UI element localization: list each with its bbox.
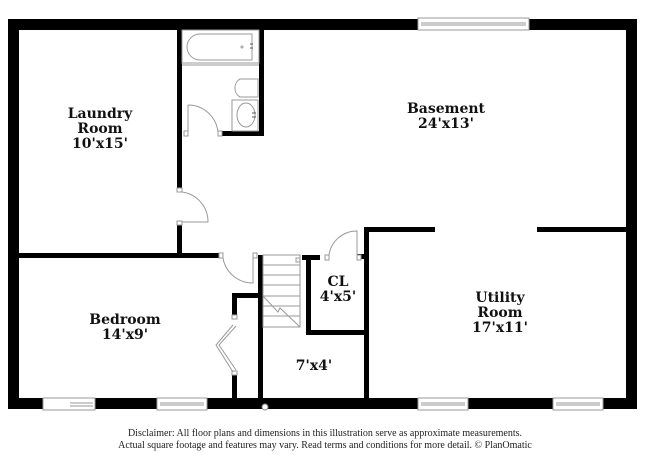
room-name-line2: Room	[77, 121, 123, 137]
window-bottom-4	[552, 397, 604, 411]
stairs	[262, 254, 301, 328]
room-dims: 24'x13'	[418, 116, 474, 132]
room-name-line2: Room	[477, 305, 523, 321]
room-label-laundry: Laundry Room 10'x15'	[68, 107, 133, 152]
exterior-walls	[8, 19, 637, 409]
bathtub	[181, 29, 260, 64]
disclaimer-line2: Actual square footage and features may v…	[118, 440, 532, 451]
room-dims: 4'x5'	[319, 289, 357, 305]
windows	[42, 17, 604, 411]
room-label-bedroom: Bedroom 14'x9'	[89, 313, 160, 343]
floor-drain	[261, 403, 269, 411]
room-name-line1: Bedroom	[89, 312, 161, 328]
room-name-line1: Laundry	[67, 106, 133, 122]
interior-walls	[19, 30, 626, 398]
room-dims: 7'x4'	[295, 358, 333, 374]
sink	[236, 102, 256, 128]
room-name-line1: CL	[327, 274, 349, 290]
bathroom-fixtures	[181, 29, 260, 132]
disclaimer-line1: Disclaimer: All floor plans and dimensio…	[127, 428, 523, 439]
window-bottom-1	[42, 397, 96, 411]
room-dims: 14'x9'	[101, 327, 149, 343]
window-bottom-2	[156, 397, 208, 411]
room-dims: 17'x11'	[472, 320, 528, 336]
toilet	[234, 78, 259, 98]
window-top	[417, 17, 530, 31]
room-label-utility: Utility Room 17'x11'	[472, 291, 528, 336]
sink-cabinet	[231, 99, 259, 132]
room-label-closet: CL 4'x5'	[320, 275, 356, 305]
room-name-line1: Utility	[475, 290, 525, 306]
room-name-line1: Basement	[406, 101, 486, 117]
room-label-storage: 7'x4'	[296, 359, 332, 374]
window-bottom-3	[417, 397, 469, 411]
room-dims: 10'x15'	[72, 136, 128, 152]
doors	[176, 104, 362, 376]
room-label-basement: Basement 24'x13'	[407, 102, 485, 132]
disclaimer: Disclaimer: All floor plans and dimensio…	[0, 428, 650, 452]
